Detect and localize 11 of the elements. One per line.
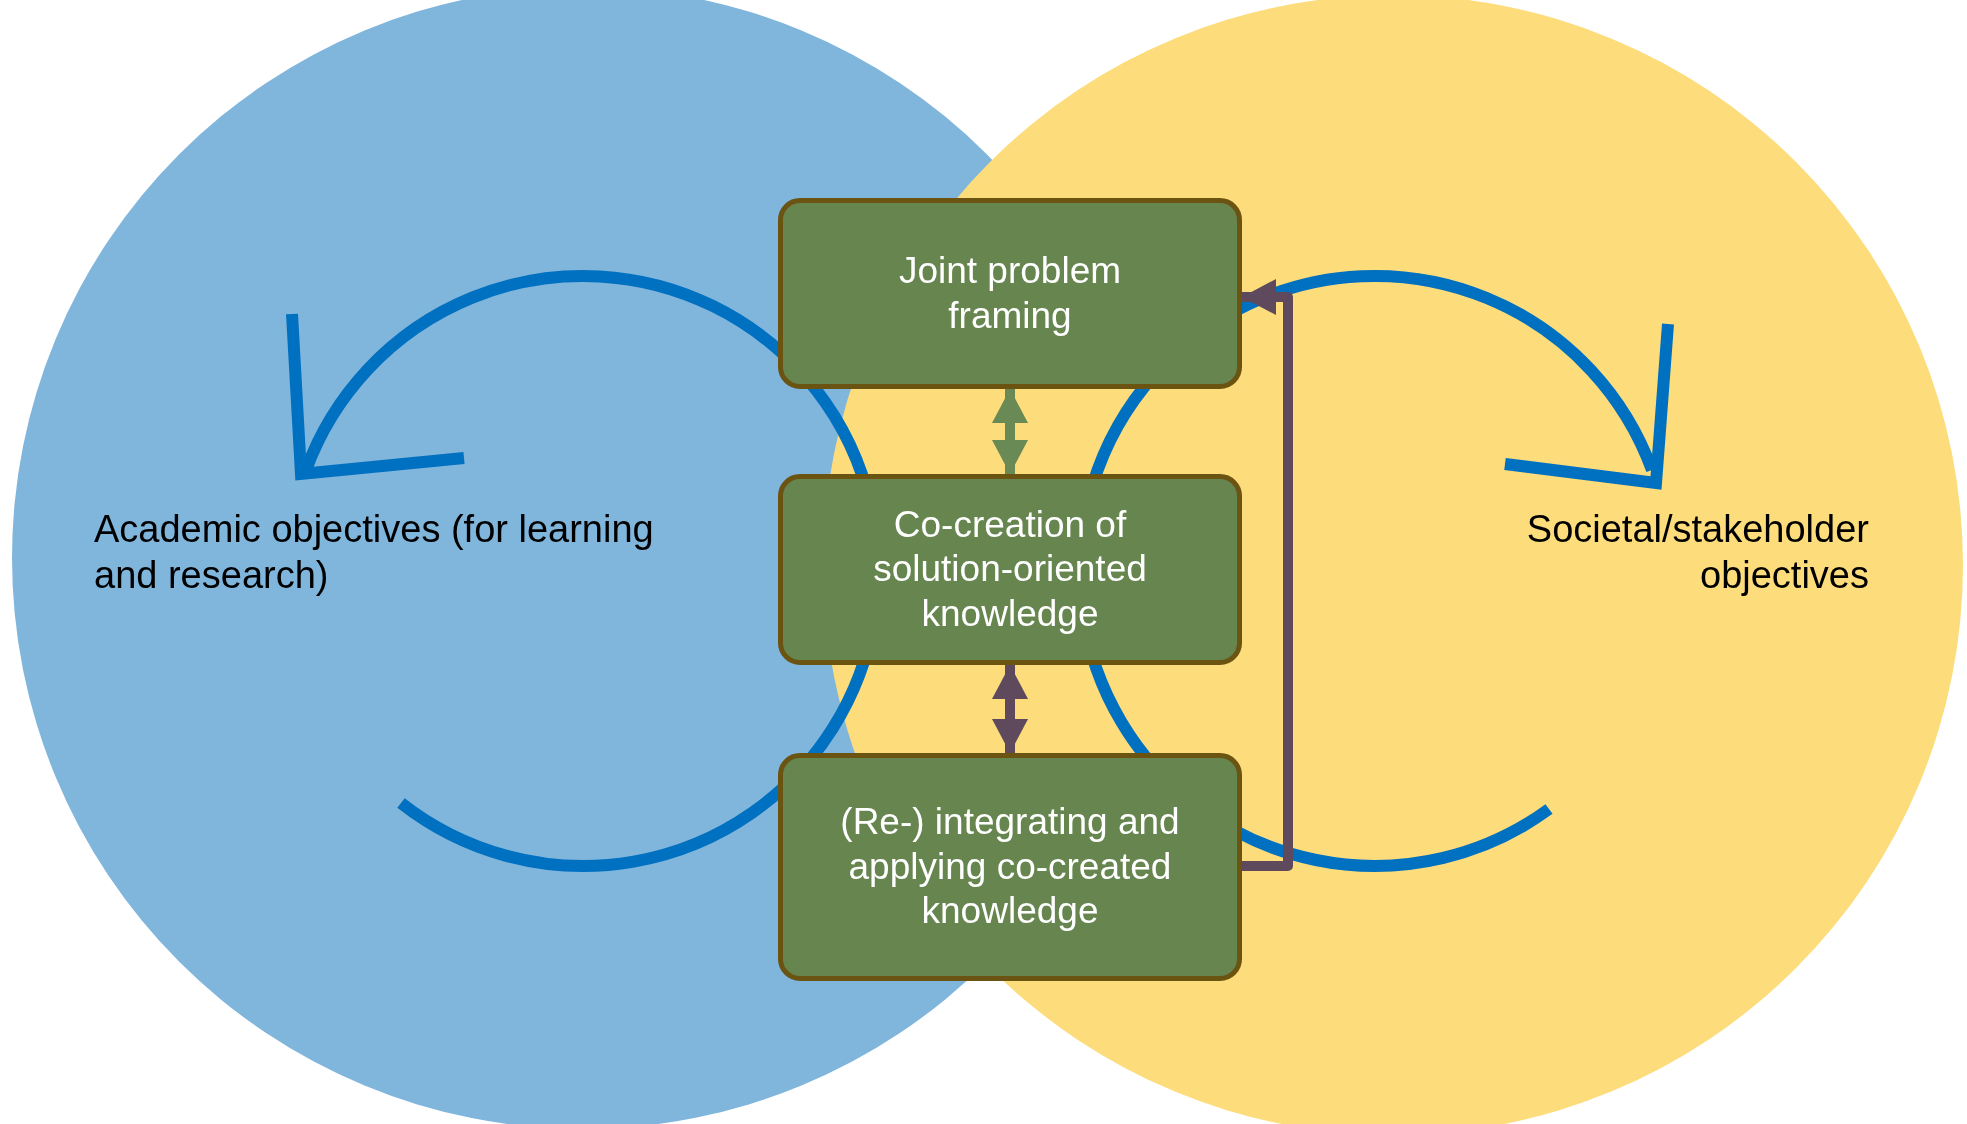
arrow (992, 389, 1028, 474)
objective-label: Academic objectives (for learning and research) (94, 507, 654, 598)
process-box (778, 474, 1242, 665)
box-label: Joint problem framing (897, 249, 1123, 338)
arrow (992, 665, 1028, 753)
arrow (1242, 279, 1293, 871)
objective-label: Societal/stakeholder objectives (1525, 507, 1869, 598)
process-box (778, 753, 1242, 981)
box-label: (Re-) integrating and applying co-created knowledge (839, 800, 1181, 934)
box-label: Co-creation of solution-oriented knowledge (872, 502, 1148, 636)
process-box (778, 198, 1242, 389)
